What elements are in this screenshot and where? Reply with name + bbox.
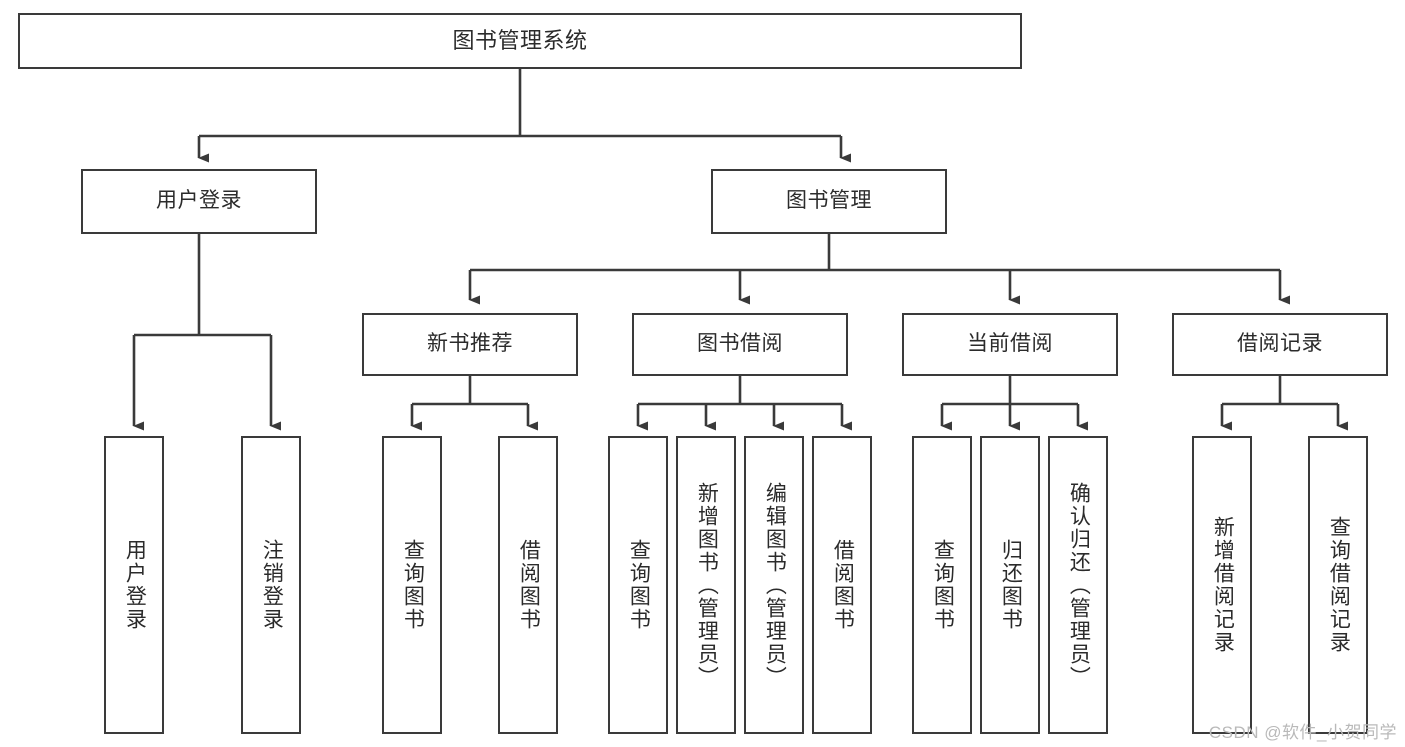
node-label: 图书管理系统 [452, 28, 588, 54]
node-label: 图书借阅 [697, 332, 783, 356]
node-leaf-confirm-return[interactable]: 确认归还（管理员） [1048, 436, 1108, 734]
node-label: 当前借阅 [967, 332, 1053, 356]
node-label: 借阅图书 [517, 539, 541, 631]
node-label: 编辑图书（管理员） [763, 481, 787, 689]
node-new-book-recommend[interactable]: 新书推荐 [362, 313, 578, 376]
node-root-system[interactable]: 图书管理系统 [18, 13, 1022, 69]
node-label: 图书管理 [786, 189, 872, 213]
node-label: 确认归还（管理员） [1067, 481, 1091, 689]
node-book-management[interactable]: 图书管理 [711, 169, 947, 234]
node-leaf-add-book[interactable]: 新增图书（管理员） [676, 436, 736, 734]
node-leaf-query-book-current[interactable]: 查询图书 [912, 436, 972, 734]
node-label: 新增借阅记录 [1211, 516, 1235, 654]
node-label: 借阅图书 [831, 539, 855, 631]
node-leaf-edit-book[interactable]: 编辑图书（管理员） [744, 436, 804, 734]
node-leaf-query-book-borrow[interactable]: 查询图书 [608, 436, 668, 734]
node-leaf-return-book[interactable]: 归还图书 [980, 436, 1040, 734]
node-leaf-user-login[interactable]: 用户登录 [104, 436, 164, 734]
node-label: 用户登录 [123, 539, 147, 631]
node-current-borrow[interactable]: 当前借阅 [902, 313, 1118, 376]
node-leaf-query-book-recommend[interactable]: 查询图书 [382, 436, 442, 734]
node-leaf-query-borrow-record[interactable]: 查询借阅记录 [1308, 436, 1368, 734]
node-leaf-borrow-book[interactable]: 借阅图书 [812, 436, 872, 734]
node-label: 借阅记录 [1237, 332, 1323, 356]
node-label: 用户登录 [156, 189, 242, 213]
node-label: 查询图书 [931, 539, 955, 631]
node-label: 注销登录 [260, 539, 284, 631]
node-borrow-record[interactable]: 借阅记录 [1172, 313, 1388, 376]
node-label: 查询借阅记录 [1327, 516, 1351, 654]
node-label: 查询图书 [627, 539, 651, 631]
node-book-borrow[interactable]: 图书借阅 [632, 313, 848, 376]
node-label: 查询图书 [401, 539, 425, 631]
csdn-watermark: CSDN @软件_小贺同学 [1208, 723, 1397, 742]
node-label: 归还图书 [999, 539, 1023, 631]
node-label: 新书推荐 [427, 332, 513, 356]
node-leaf-logout-login[interactable]: 注销登录 [241, 436, 301, 734]
node-label: 新增图书（管理员） [695, 481, 719, 689]
node-user-login[interactable]: 用户登录 [81, 169, 317, 234]
node-leaf-add-borrow-record[interactable]: 新增借阅记录 [1192, 436, 1252, 734]
node-leaf-borrow-book-recommend[interactable]: 借阅图书 [498, 436, 558, 734]
